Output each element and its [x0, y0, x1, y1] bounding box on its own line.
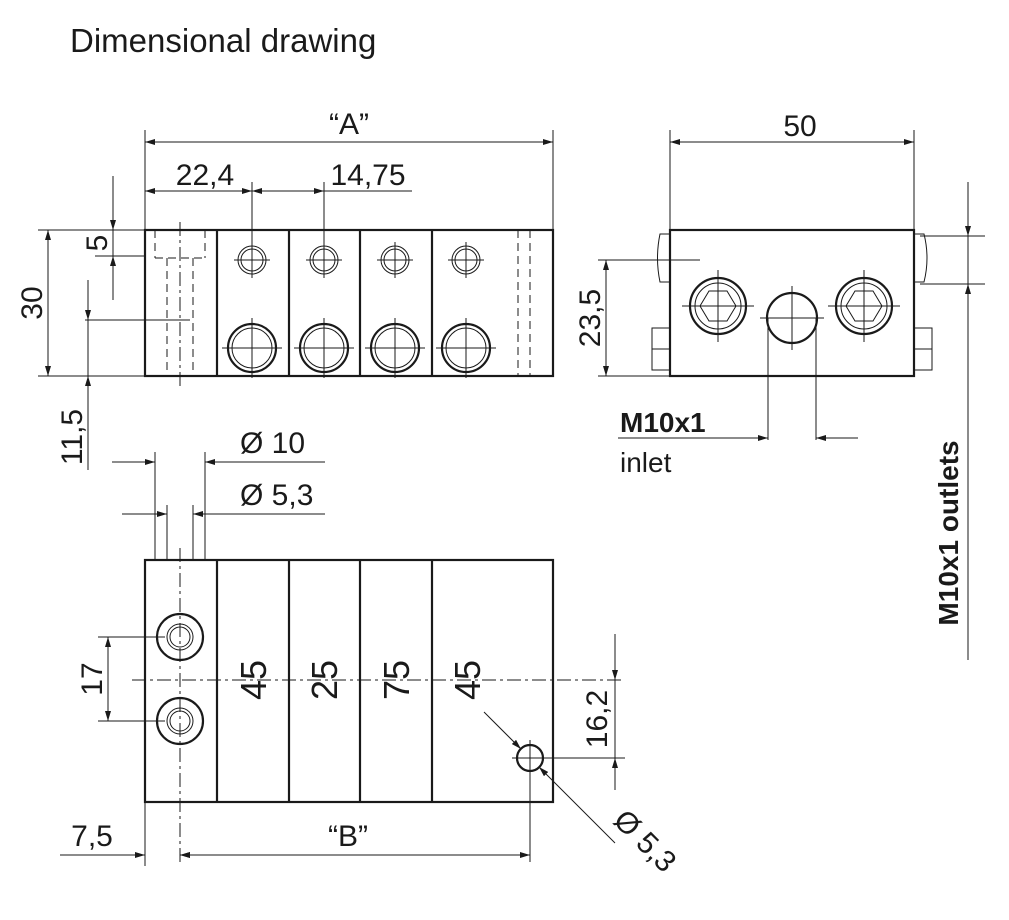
dim-height: 30: [16, 286, 49, 319]
inlet-thread-label: M10x1: [620, 407, 706, 438]
dim-inlet-height: 23,5: [574, 289, 607, 347]
dim-counterbore-dia: Ø 10: [240, 427, 305, 460]
dim-pitch: 14,75: [330, 159, 405, 192]
upper-port-3: [377, 242, 413, 278]
dim-side-hole-dia: Ø 5,3: [607, 804, 682, 879]
dim-mount-length: “B”: [328, 820, 368, 853]
side-inlet: [760, 286, 824, 350]
dim-side-hole-offset: 16,2: [581, 690, 614, 748]
side-block-outline: [668, 228, 916, 378]
section-value-3: 75: [376, 660, 417, 700]
dim-first-pitch: 22,4: [176, 159, 234, 192]
upper-port-2: [306, 242, 342, 278]
upper-port-1: [234, 242, 270, 278]
dim-width: 50: [783, 110, 816, 143]
drawing-title: Dimensional drawing: [70, 22, 376, 59]
top-block-outline: [143, 558, 555, 804]
dim-overall-length: “A”: [329, 108, 369, 141]
side-outlet-right: [828, 270, 900, 342]
inlet-label: inlet: [620, 447, 672, 478]
dim-hole-dia: Ø 5,3: [240, 479, 313, 512]
front-block-outline: [143, 228, 555, 378]
section-value-2: 25: [304, 660, 345, 700]
dim-top-offset: 5: [81, 235, 114, 252]
lower-port-3: [365, 318, 425, 378]
side-view: 50 23,5 M10x1 inlet M10x1 outlets: [574, 110, 985, 660]
lower-port-1: [222, 318, 282, 378]
front-view: “A” 22,4 14,75 30 5 11,5: [16, 108, 555, 470]
dim-bottom-offset: 11,5: [56, 409, 89, 465]
section-value-1: 45: [233, 660, 274, 700]
dim-edge-offset: 7,5: [71, 820, 113, 853]
dim-hole-spacing: 17: [76, 662, 109, 695]
lower-port-4: [436, 318, 496, 378]
section-value-4: 45: [447, 660, 488, 700]
outlets-label: M10x1 outlets: [933, 440, 964, 625]
top-view: 45 25 75 45 Ø 10 Ø 5,3 17 7,5 “B” 16,2: [60, 427, 682, 879]
upper-port-4: [448, 242, 484, 278]
side-outlet-left: [682, 270, 754, 342]
lower-port-2: [294, 318, 354, 378]
